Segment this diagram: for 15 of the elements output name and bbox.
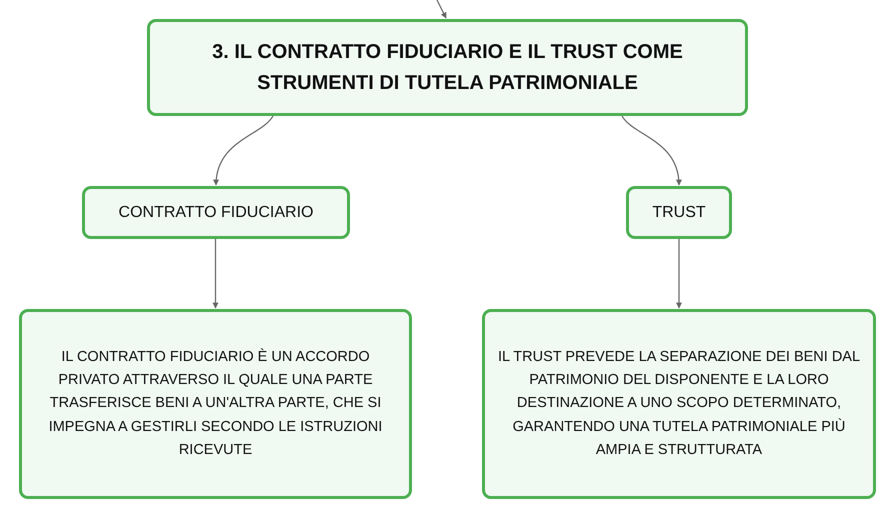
- connector-arrow: [213, 116, 274, 186]
- node-text: CONTRATTO FIDUCIARIO: [118, 202, 314, 223]
- connector-arrow: [676, 239, 682, 309]
- node-text: IL CONTRATTO FIDUCIARIO È UN ACCORDO PRIVATO ATTRAVERSO IL QUALE UNA PARTE TRASFERISCE BENI A UN'ALTRA PARTE, CHE SI IMPEGNA A GESTIRLI SECONDO LE ISTRUZIONI RICEVUTE: [48, 347, 384, 460]
- description-box: [482, 309, 876, 499]
- connector-arrow: [436, 0, 447, 19]
- topic-box: [626, 186, 732, 239]
- description-box: [19, 309, 412, 499]
- topic-box: [82, 186, 350, 239]
- title-box: [147, 19, 748, 116]
- node-text: IL TRUST PREVEDE LA SEPARAZIONE DEI BENI DAL PATRIMONIO DEL DISPONENTE E LA LORO DESTINAZIONE A UNO SCOPO DETERMINATO, GARANTENDO UNA TUTELA PATRIMONIALE PIÙ AMPIA E STRUTTURATA: [497, 348, 861, 460]
- connector-arrow: [212, 239, 218, 309]
- title-text: 3. IL CONTRATTO FIDUCIARIO E IL TRUST COME STRUMENTI DI TUTELA PATRIMONIALE: [211, 40, 684, 96]
- connector-arrow: [622, 116, 682, 186]
- node-text: TRUST: [652, 202, 706, 223]
